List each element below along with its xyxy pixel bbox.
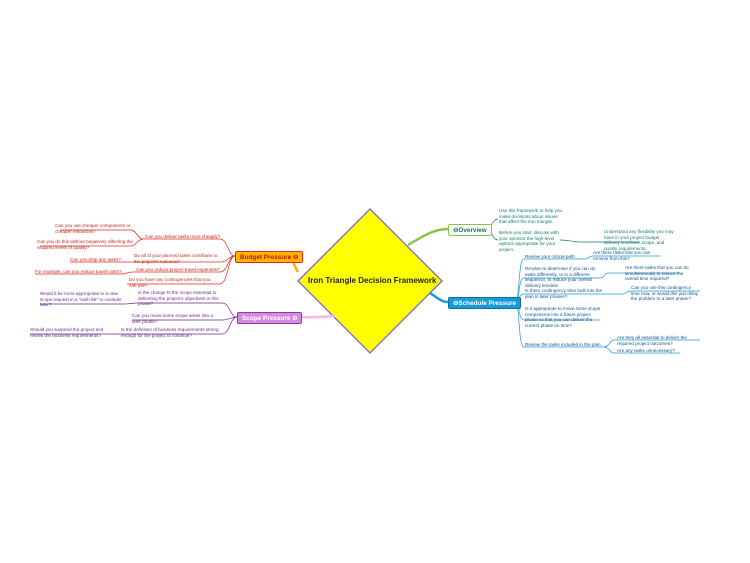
- schedule-subitem-simultaneous[interactable]: Are there tasks that you can do simultan…: [625, 265, 689, 282]
- schedule-pressure-node[interactable]: ⊖Schedule Pressure: [448, 297, 521, 309]
- schedule-connector: [429, 291, 449, 304]
- scope-subitem-suspend-project[interactable]: Should you suspend the project and revie…: [30, 327, 104, 338]
- budget-subitem-drop-tasks[interactable]: Can you drop any tasks?: [70, 257, 121, 262]
- scope-subitem-wish-list[interactable]: Would it be more appropriate to a new sc…: [40, 291, 122, 308]
- scope-item-later-phase[interactable]: Can you move some scope areas into a lat…: [132, 313, 213, 324]
- scope-pressure-node[interactable]: Scope Pressure ⊖: [237, 312, 303, 324]
- budget-subitem-travel-costs[interactable]: For example, can you reduce travel costs…: [35, 269, 122, 274]
- budget-item-deliver-cheaply[interactable]: Can you deliver tasks more cheaply?: [145, 234, 221, 239]
- budget-item-planned-tasks[interactable]: Do all of your planned tasks contribute …: [134, 253, 218, 264]
- collapse-icon[interactable]: ⊖: [453, 227, 459, 234]
- central-topic-label[interactable]: Iron Triangle Decision Framework: [308, 276, 437, 285]
- schedule-item-move-scope[interactable]: Is it appropriate to move some scope com…: [525, 306, 601, 328]
- overview-subitem-flexibility[interactable]: Understand any flexibility you may have …: [604, 229, 674, 251]
- budget-subitem-cheaper-components[interactable]: Can you use cheaper components or cheape…: [55, 223, 131, 234]
- overview-label: Overview: [458, 227, 487, 234]
- schedule-subitem-remove-tasks[interactable]: Are there tasks that you can remove from…: [593, 250, 651, 261]
- schedule-item-contingency[interactable]: Is there contingency time built into the…: [525, 288, 603, 299]
- schedule-pressure-label: Schedule Pressure: [458, 300, 516, 307]
- budget-pressure-node[interactable]: Budget Pressure ⊖: [235, 251, 304, 263]
- schedule-item-review-tasks[interactable]: Review the tasks included in the plan: [525, 342, 601, 347]
- overview-node[interactable]: ⊖Overview: [448, 224, 492, 236]
- budget-links: [35, 229, 236, 285]
- scope-links: [30, 302, 238, 335]
- overview-item-discuss-sponsor[interactable]: Before you start, discuss with your spon…: [499, 230, 559, 252]
- scope-pressure-label: Scope Pressure: [242, 315, 291, 322]
- collapse-icon[interactable]: ⊖: [292, 315, 298, 322]
- schedule-subitem-unnecessary[interactable]: Are any tasks unnecessary?: [617, 348, 675, 353]
- scope-item-essential-change[interactable]: Is the change to the scope essential to …: [138, 290, 219, 307]
- schedule-subitem-use-contingency[interactable]: Can you use this contingency time now, o…: [631, 285, 699, 302]
- collapse-icon[interactable]: ⊖: [292, 254, 299, 261]
- budget-pressure-label: Budget Pressure: [240, 254, 292, 261]
- budget-item-contingencies[interactable]: Do you have any contingencies that you c…: [129, 277, 211, 288]
- overview-connector: [407, 227, 449, 247]
- budget-subitem-quality[interactable]: Can you do this without negatively affec…: [37, 239, 133, 250]
- schedule-item-replan[interactable]: Re-plan to determine if you can do tasks…: [525, 266, 596, 288]
- schedule-item-critical-path[interactable]: Review your critical path: [525, 254, 575, 259]
- scope-item-business-requirements[interactable]: Is the definition of business requiremen…: [121, 327, 219, 338]
- budget-item-travel-expenses[interactable]: Can you reduce project travel expenses?: [136, 267, 220, 272]
- overview-item-framework[interactable]: Use this framework to help you make deci…: [499, 208, 563, 225]
- collapse-icon[interactable]: ⊖: [453, 300, 459, 307]
- schedule-subitem-essential[interactable]: Are they all essential to deliver the re…: [617, 335, 687, 346]
